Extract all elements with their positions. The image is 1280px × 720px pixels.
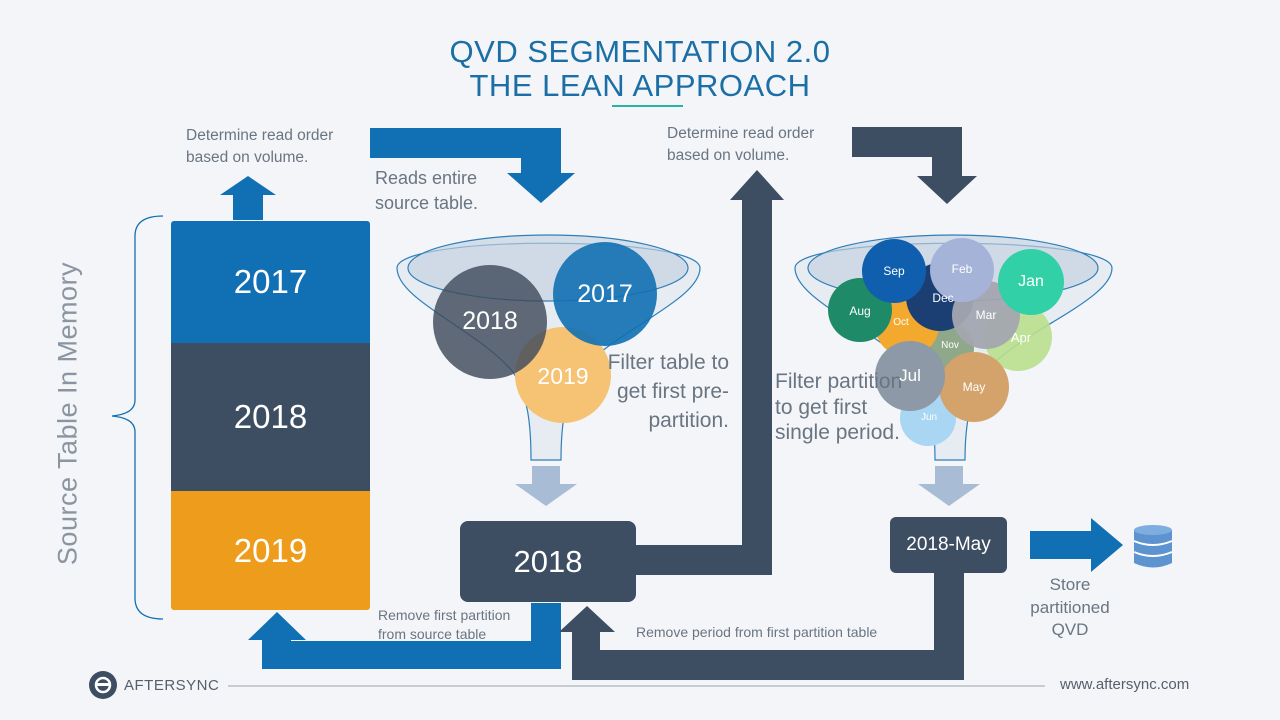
database-icon	[1133, 525, 1173, 568]
funnel-2	[794, 234, 1113, 461]
circle-may	[939, 352, 1009, 422]
down-arrow-2	[918, 466, 980, 506]
partition-up-arrow	[636, 170, 784, 575]
funnel-2-label-may: May	[962, 380, 986, 394]
source-table-label: Source Table In Memory	[52, 261, 83, 566]
determine-order-text-2: Determine read order based on volume.	[667, 125, 815, 164]
read-arrow	[370, 128, 575, 203]
period-box: 2018-May	[890, 517, 1007, 573]
funnel-2-label-jan: Jan	[1018, 273, 1044, 290]
segment-2018: 2018	[171, 343, 370, 491]
funnel-2-label-sep: Sep	[883, 264, 905, 278]
circle-feb	[930, 238, 994, 302]
reads-entire-text: Reads entire source table.	[375, 168, 479, 213]
partition-box: 2018	[460, 521, 636, 602]
remove-partition-text: Remove first partition from source table	[378, 607, 511, 642]
funnel-2-label-jun: Jun	[920, 412, 938, 423]
funnel-1-label-2018: 2018	[462, 307, 518, 335]
funnel-1-label-2019: 2019	[537, 363, 589, 389]
circle-jan	[998, 249, 1064, 315]
remove-period-text: Remove period from first partition table	[636, 624, 878, 640]
circle-2017	[553, 242, 657, 346]
aftersync-logo-icon	[89, 671, 117, 699]
remove-partition-arrow	[248, 603, 561, 669]
funnel-2-label-mar: Mar	[975, 308, 997, 322]
footer-url[interactable]: www.aftersync.com	[1060, 676, 1190, 693]
segment-2017: 2017	[171, 221, 370, 343]
circle-sep	[862, 239, 926, 303]
funnel-2-label-nov: Nov	[941, 340, 959, 351]
funnel-2-label-oct: Oct	[893, 317, 909, 328]
filter-period-text: Filter partition to get first single per…	[775, 370, 903, 444]
title-line-1: QVD SEGMENTATION 2.0	[449, 34, 831, 69]
down-arrow-1	[515, 466, 577, 506]
read-arrow-2	[852, 127, 977, 204]
remove-period-arrow	[559, 572, 964, 680]
circle-jul	[875, 341, 945, 411]
funnel-1-label-2017: 2017	[577, 280, 633, 308]
footer-brand: AFTERSYNC	[124, 677, 220, 694]
title-line-2: THE LEAN APPROACH	[469, 68, 811, 103]
store-arrow	[1030, 518, 1123, 572]
funnel-2-label-aug: Aug	[849, 304, 871, 318]
store-text: Store partitioned QVD	[1030, 575, 1110, 639]
funnel-1	[396, 234, 701, 461]
funnel-2-label-feb: Feb	[951, 262, 973, 276]
funnel-2-label-jul: Jul	[899, 366, 921, 385]
circle-2018	[433, 265, 547, 379]
determine-order-text-1: Determine read order based on volume.	[186, 127, 334, 166]
funnel-2-label-apr: Apr	[1010, 330, 1032, 345]
funnel-2-label-dec: Dec	[932, 291, 954, 305]
brace-icon	[111, 215, 164, 620]
up-arrow	[220, 176, 276, 220]
segment-2019: 2019	[171, 491, 370, 610]
filter-pre-partition-text: Filter table to get first pre-partition.	[607, 351, 729, 432]
